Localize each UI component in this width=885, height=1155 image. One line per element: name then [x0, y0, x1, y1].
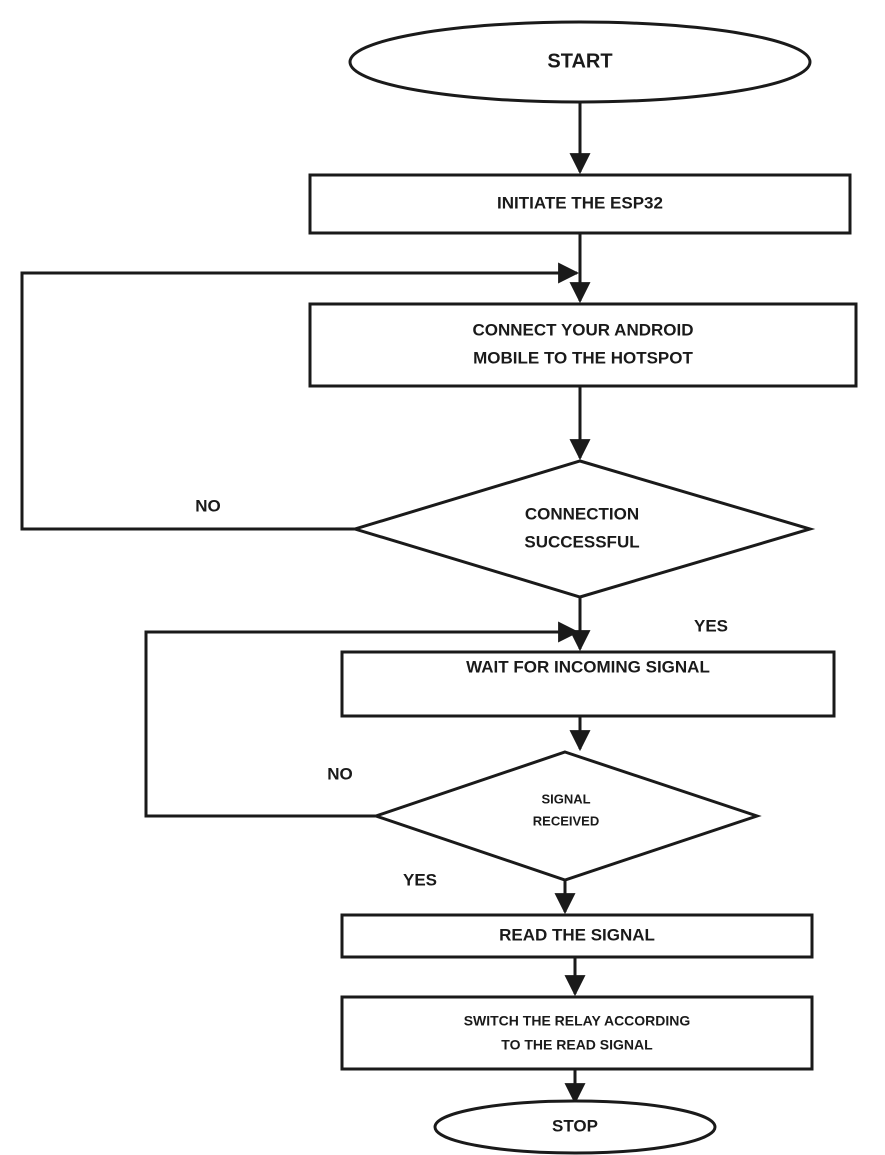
- arrow-connection-no-loop: [20, 262, 580, 531]
- wait-process-box: [340, 650, 836, 718]
- connect-label-line-1: CONNECT YOUR ANDROID: [472, 320, 693, 339]
- connection-no-label: NO: [195, 496, 221, 515]
- signal-no-label: NO: [327, 764, 353, 783]
- connection-successful-decision: [349, 459, 816, 599]
- stop-terminator: [433, 1099, 717, 1155]
- wait-label: WAIT FOR INCOMING SIGNAL: [466, 657, 710, 676]
- initiate-label: INITIATE THE ESP32: [497, 193, 663, 212]
- connect-process-box: [308, 302, 858, 388]
- initiate-process-box: [308, 173, 852, 235]
- read-process-box: [340, 913, 814, 959]
- signal-yes-label: YES: [403, 870, 437, 889]
- connection-decision-line-1: CONNECTION: [525, 504, 639, 523]
- connect-label-line-2: MOBILE TO THE HOTSPOT: [473, 348, 693, 367]
- start-label: START: [547, 50, 612, 72]
- connection-yes-label: YES: [694, 616, 728, 635]
- signal-decision-line-2: RECEIVED: [533, 813, 599, 828]
- switch-process-box: [340, 995, 814, 1071]
- arrow-signal-no-loop: [144, 621, 580, 818]
- signal-decision-line-1: SIGNAL: [541, 791, 590, 806]
- switch-label-line-2: TO THE READ SIGNAL: [501, 1037, 653, 1053]
- switch-label-line-1: SWITCH THE RELAY ACCORDING: [464, 1013, 691, 1029]
- read-label: READ THE SIGNAL: [499, 925, 655, 944]
- connection-decision-line-2: SUCCESSFUL: [524, 532, 639, 551]
- stop-label: STOP: [552, 1116, 598, 1135]
